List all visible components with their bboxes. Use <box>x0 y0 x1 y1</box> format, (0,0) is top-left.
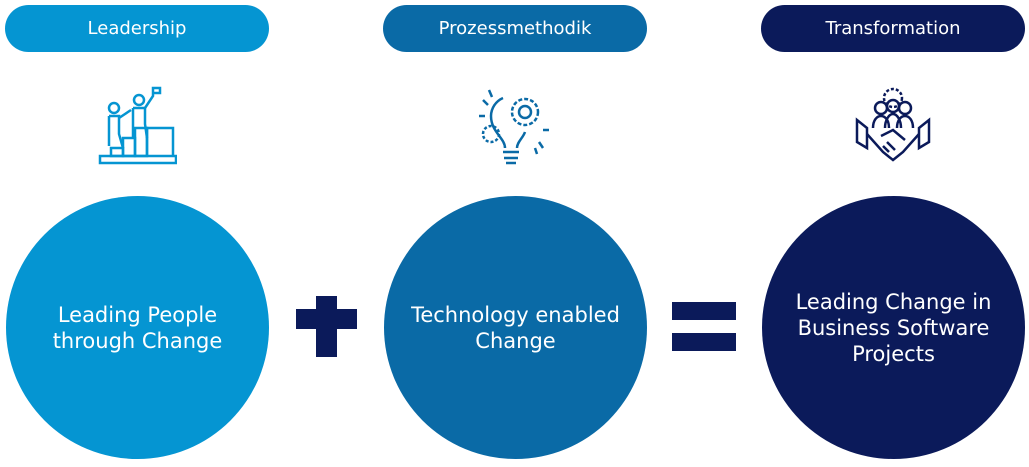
pill-label: Transformation <box>825 18 961 39</box>
equals-top-bar <box>672 302 736 320</box>
equals-bottom-bar <box>672 333 736 351</box>
circle-text: Leading Change in Business Software Proj… <box>795 289 992 366</box>
circle-technology-change: Technology enabled Change <box>384 196 647 459</box>
circle-text: Technology enabled Change <box>411 302 620 353</box>
pill-transformation: Transformation <box>761 5 1025 52</box>
pill-label: Leadership <box>87 18 187 39</box>
circle-text: Leading People through Change <box>52 302 223 353</box>
handshake-team-gear-icon <box>855 87 931 162</box>
circle-leading-change: Leading Change in Business Software Proj… <box>762 196 1025 459</box>
lightbulb-gears-icon <box>479 89 549 165</box>
pill-label: Prozessmethodik <box>438 18 592 39</box>
plus-vertical-bar <box>316 296 337 357</box>
team-climbing-stairs-icon <box>98 86 177 165</box>
pill-leadership: Leadership <box>5 5 269 52</box>
circle-leading-people: Leading People through Change <box>6 196 269 459</box>
pill-prozessmethodik: Prozessmethodik <box>383 5 647 52</box>
